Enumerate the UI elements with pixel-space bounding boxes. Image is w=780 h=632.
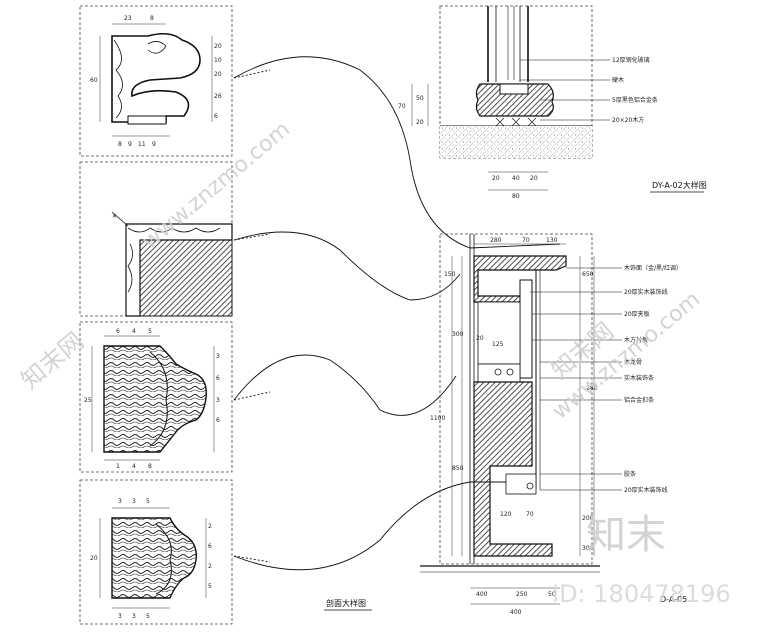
dim-text: 1100 bbox=[430, 415, 445, 422]
dim-text: 50 bbox=[548, 591, 556, 598]
callout-label: 胶条 bbox=[624, 470, 636, 478]
dim-text: 250 bbox=[516, 591, 528, 598]
dim-text: 20 bbox=[416, 119, 424, 126]
dim-text: 2 bbox=[208, 523, 212, 530]
dim-text: 6 bbox=[116, 328, 120, 335]
dim-text: 20 bbox=[214, 43, 222, 50]
callout-label: 20厚夹板 bbox=[624, 310, 650, 318]
molding-profile-1 bbox=[111, 32, 201, 123]
dim-text: 50 bbox=[416, 95, 424, 102]
dim-text: 3 bbox=[118, 498, 122, 505]
profile-frame-2: ✕ bbox=[79, 161, 233, 317]
dim-text: 9 bbox=[152, 141, 156, 148]
dim-text: 26 bbox=[214, 93, 222, 100]
caption-detail-a: DY-A-02大样图 bbox=[652, 180, 707, 190]
dim-text: 3 bbox=[118, 613, 122, 620]
dim-text: 20 bbox=[492, 175, 500, 182]
caption-section: 剖面大样图 bbox=[326, 598, 366, 608]
arrow-icon: ✕ bbox=[112, 213, 117, 220]
dim-text: 80 bbox=[512, 193, 520, 200]
callout-label: 20厚实木装饰线 bbox=[624, 486, 668, 494]
connector-curves bbox=[233, 56, 561, 571]
callout-label: 硬木 bbox=[612, 76, 624, 84]
dim-text: 850 bbox=[452, 465, 464, 472]
dim-text: 40 bbox=[512, 175, 520, 182]
dim-text: 300 bbox=[582, 545, 594, 552]
grid-icon bbox=[495, 117, 537, 127]
dim-text: 60 bbox=[90, 77, 98, 84]
dim-text: 300 bbox=[452, 331, 464, 338]
dim-text: 400 bbox=[476, 591, 488, 598]
dim-text: 1 bbox=[116, 463, 120, 470]
dim-text: 3 bbox=[216, 397, 220, 404]
dim-text: 5 bbox=[208, 583, 212, 590]
dim-text: 20 bbox=[90, 555, 98, 562]
watermark-logo: 知末 bbox=[586, 512, 666, 558]
dim-text: 70 bbox=[398, 103, 406, 110]
dim-text: 9 bbox=[128, 141, 132, 148]
dim-text: 5 bbox=[146, 613, 150, 620]
profile-frame-3: 6 4 5 25 3 6 3 6 1 4 8 bbox=[79, 321, 233, 473]
dim-text: 4 bbox=[132, 463, 136, 470]
dim-text: 8 bbox=[118, 141, 122, 148]
top-detail: 70 50 20 20 40 20 80 12厚钢化玻璃 硬木 5厚黑色铝合金条… bbox=[398, 5, 658, 200]
dim-text: 23 bbox=[124, 15, 132, 22]
callout-label: 木龙骨 bbox=[624, 358, 642, 366]
dim-text: 10 bbox=[214, 57, 222, 64]
callout-label: 木饰面（金/黑/红调） bbox=[624, 264, 682, 272]
dim-text: 130 bbox=[546, 237, 558, 244]
callout-label: 木方衬板 bbox=[624, 336, 648, 344]
dim-text: 125 bbox=[492, 341, 504, 348]
callout-label: 12厚钢化玻璃 bbox=[612, 56, 650, 64]
dim-text: 280 bbox=[586, 385, 598, 392]
dim-text: 2 bbox=[208, 563, 212, 570]
dim-text: 20 bbox=[530, 175, 538, 182]
dim-text: 5 bbox=[148, 328, 152, 335]
dim-text: 280 bbox=[490, 237, 502, 244]
dim-text: 8 bbox=[148, 463, 152, 470]
dim-text: 6 bbox=[216, 417, 220, 424]
callout-label: 实木装饰条 bbox=[624, 374, 654, 382]
dim-text: 3 bbox=[132, 498, 136, 505]
caption-detail-b: D-A-05 bbox=[660, 595, 687, 604]
dim-text: 25 bbox=[84, 397, 92, 404]
dim-text: 70 bbox=[522, 237, 530, 244]
lower-hatched-body bbox=[473, 381, 553, 557]
profile-frame-1: 23 8 60 20 10 20 26 6 8 9 11 9 bbox=[79, 5, 233, 157]
dim-text: 3 bbox=[132, 613, 136, 620]
hatched-block bbox=[139, 239, 233, 317]
section-detail: 280 70 130 150 300 1100 850 125 20 650 2… bbox=[420, 233, 682, 616]
dim-text: 20 bbox=[476, 335, 484, 342]
dim-text: 200 bbox=[582, 515, 594, 522]
dim-text: 8 bbox=[150, 15, 154, 22]
callout-label: 铝合金扣条 bbox=[624, 396, 654, 404]
molding-profile-4 bbox=[111, 517, 197, 599]
dim-text: 20 bbox=[214, 71, 222, 78]
dim-text: 4 bbox=[132, 328, 136, 335]
callout-label: 20厚实木装饰线 bbox=[624, 288, 668, 296]
dim-text: 11 bbox=[138, 141, 146, 148]
dim-text: 650 bbox=[582, 271, 594, 278]
dim-text: 3 bbox=[216, 353, 220, 360]
dim-text: 120 bbox=[500, 511, 512, 518]
dim-text: 70 bbox=[526, 511, 534, 518]
dim-text: 5 bbox=[146, 498, 150, 505]
profile-frame-4: 3 3 5 20 2 6 2 5 3 3 5 bbox=[79, 479, 233, 625]
dim-text: 6 bbox=[214, 113, 218, 120]
callout-label: 20×20木方 bbox=[612, 116, 644, 124]
dim-text: 6 bbox=[208, 543, 212, 550]
dim-text: 150 bbox=[444, 271, 456, 278]
watermark-brand: 知末网 bbox=[16, 327, 89, 395]
wood-base-profile bbox=[475, 83, 554, 117]
dim-text: 400 bbox=[510, 609, 522, 616]
dim-text: 6 bbox=[216, 375, 220, 382]
watermark-id: ID: 180478196 bbox=[552, 580, 731, 608]
molding-profile-3 bbox=[103, 345, 207, 453]
callout-label: 5厚黑色铝合金条 bbox=[612, 96, 658, 104]
